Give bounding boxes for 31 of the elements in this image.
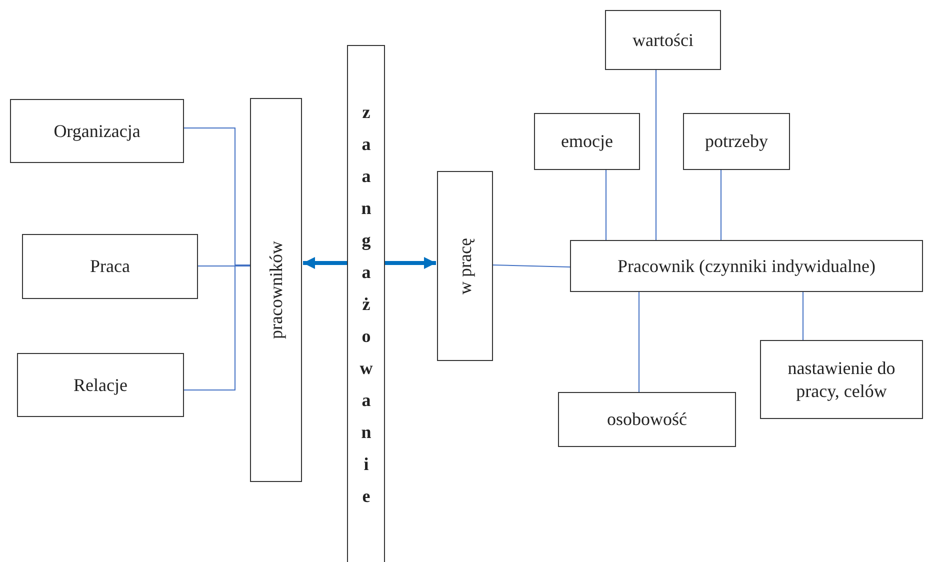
box-label: Organizacja: [54, 120, 140, 142]
connector-line: [638, 292, 640, 392]
text-box: [683, 113, 790, 170]
box-label: Pracownik (czynniki indywidualne): [618, 254, 876, 278]
text-box: [10, 99, 184, 163]
text-box: [22, 234, 198, 299]
box-label: nastawienie do pracy, celów: [786, 357, 896, 402]
box-label: potrzeby: [705, 130, 768, 153]
text-box: [17, 353, 184, 417]
box-label: w pracę: [454, 238, 476, 294]
text-box: [437, 171, 493, 361]
text-box: [347, 45, 385, 562]
text-box: [558, 392, 736, 447]
connector-line: [492, 264, 570, 268]
text-box: [250, 98, 302, 482]
text-box: [605, 10, 721, 70]
text-box: [534, 113, 640, 170]
text-box: [760, 340, 923, 419]
box-label: Relacje: [74, 374, 128, 396]
box-label: zaangażowanie: [355, 102, 378, 518]
text-box: [570, 240, 923, 292]
box-label: wartości: [632, 28, 694, 52]
box-label: osobowość: [607, 408, 687, 431]
connector-line: [720, 170, 722, 240]
box-label: Praca: [90, 255, 130, 278]
connector-line: [802, 292, 804, 340]
arrow: [303, 257, 347, 269]
box-label: emocje: [561, 130, 613, 153]
box-label: pracowników: [264, 241, 287, 339]
connector-line: [184, 264, 250, 390]
arrow: [385, 257, 436, 269]
